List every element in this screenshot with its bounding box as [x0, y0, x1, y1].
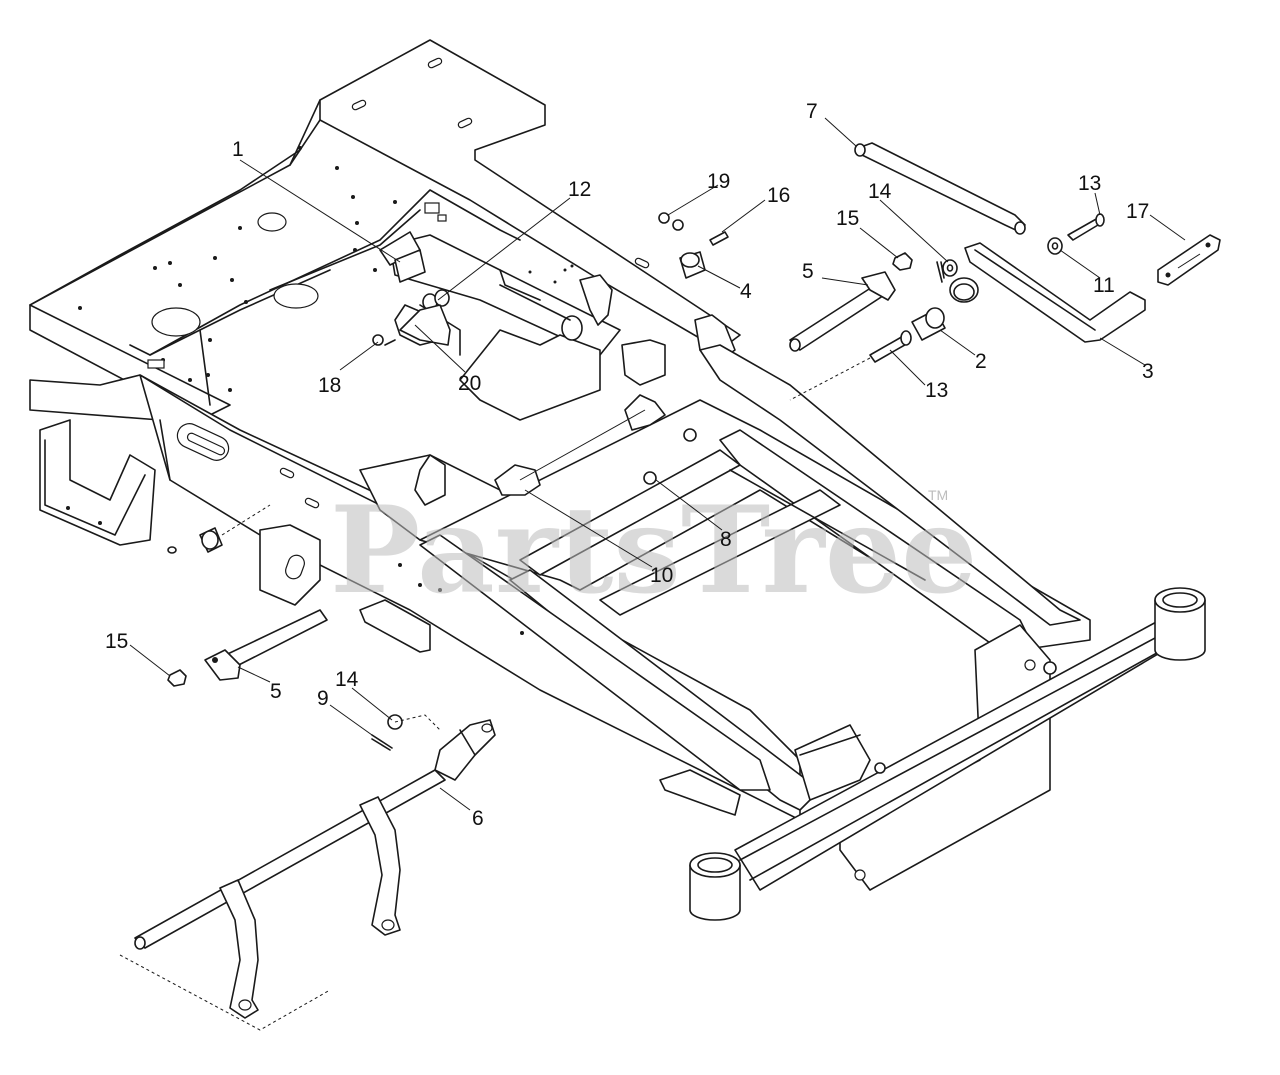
callout-9: 9: [317, 687, 329, 710]
part-19-nut: [658, 212, 684, 231]
part-3-lever-handle: [949, 242, 1146, 343]
callout-13-middle: 13: [925, 379, 948, 402]
callout-14-lower: 14: [335, 668, 359, 691]
watermark-trademark: TM: [928, 487, 948, 503]
callout-2: 2: [975, 350, 987, 373]
callout-4: 4: [740, 280, 752, 303]
callout-15-lower: 15: [105, 630, 128, 653]
watermark-text: PartsTree: [330, 480, 977, 621]
callout-13-top: 13: [1078, 172, 1101, 195]
callout-6: 6: [472, 807, 484, 830]
callout-1: 1: [232, 138, 244, 161]
part-5-shaft-lower: [204, 609, 328, 681]
part-1-12-20-bracket-group: [372, 249, 451, 346]
part-2-bushing: [911, 307, 946, 341]
callout-16: 16: [767, 184, 790, 207]
callout-15-top: 15: [836, 207, 859, 230]
callout-7: 7: [806, 100, 818, 123]
callout-20: 20: [458, 372, 481, 395]
frame-lower-tubular: [359, 344, 1206, 921]
callout-14-top: 14: [868, 180, 892, 203]
callout-5-lower: 5: [270, 680, 282, 703]
frame-upper-plate: [29, 39, 741, 421]
part-10-levers: [494, 394, 666, 496]
part-14-washer-top: [936, 259, 958, 283]
callout-12: 12: [568, 178, 591, 201]
callout-19: 19: [707, 170, 730, 193]
callout-labels: 1 2 3 4 5 5 6 7 8 9 10 11 12 13 13 14 14…: [105, 100, 1154, 830]
part-6-axle-bar: [119, 714, 496, 1031]
part-13-pin-top: [1067, 213, 1105, 241]
part-17-plate: [1157, 234, 1221, 286]
callout-11: 11: [1093, 274, 1115, 297]
part-15-nut-lower: [167, 669, 187, 687]
part-13-bolt-middle: [789, 330, 912, 401]
callout-5-top: 5: [802, 260, 814, 283]
callout-3: 3: [1142, 360, 1154, 383]
leader-lines: [129, 117, 1186, 811]
part-7-rod: [854, 142, 1026, 235]
callout-10: 10: [650, 564, 673, 587]
callout-17: 17: [1126, 200, 1149, 223]
part-11-washer: [1047, 237, 1063, 255]
part-left-bushing: [167, 504, 271, 554]
part-4-bushing: [679, 251, 706, 279]
part-15-nut-top: [892, 252, 913, 271]
callout-18: 18: [318, 374, 341, 397]
callout-8: 8: [720, 528, 732, 551]
part-5-shaft-top: [789, 271, 896, 352]
part-16-pin: [709, 231, 729, 246]
part-14-9-washer-pin-lower: [371, 714, 403, 751]
watermark: PartsTree TM: [330, 480, 977, 621]
